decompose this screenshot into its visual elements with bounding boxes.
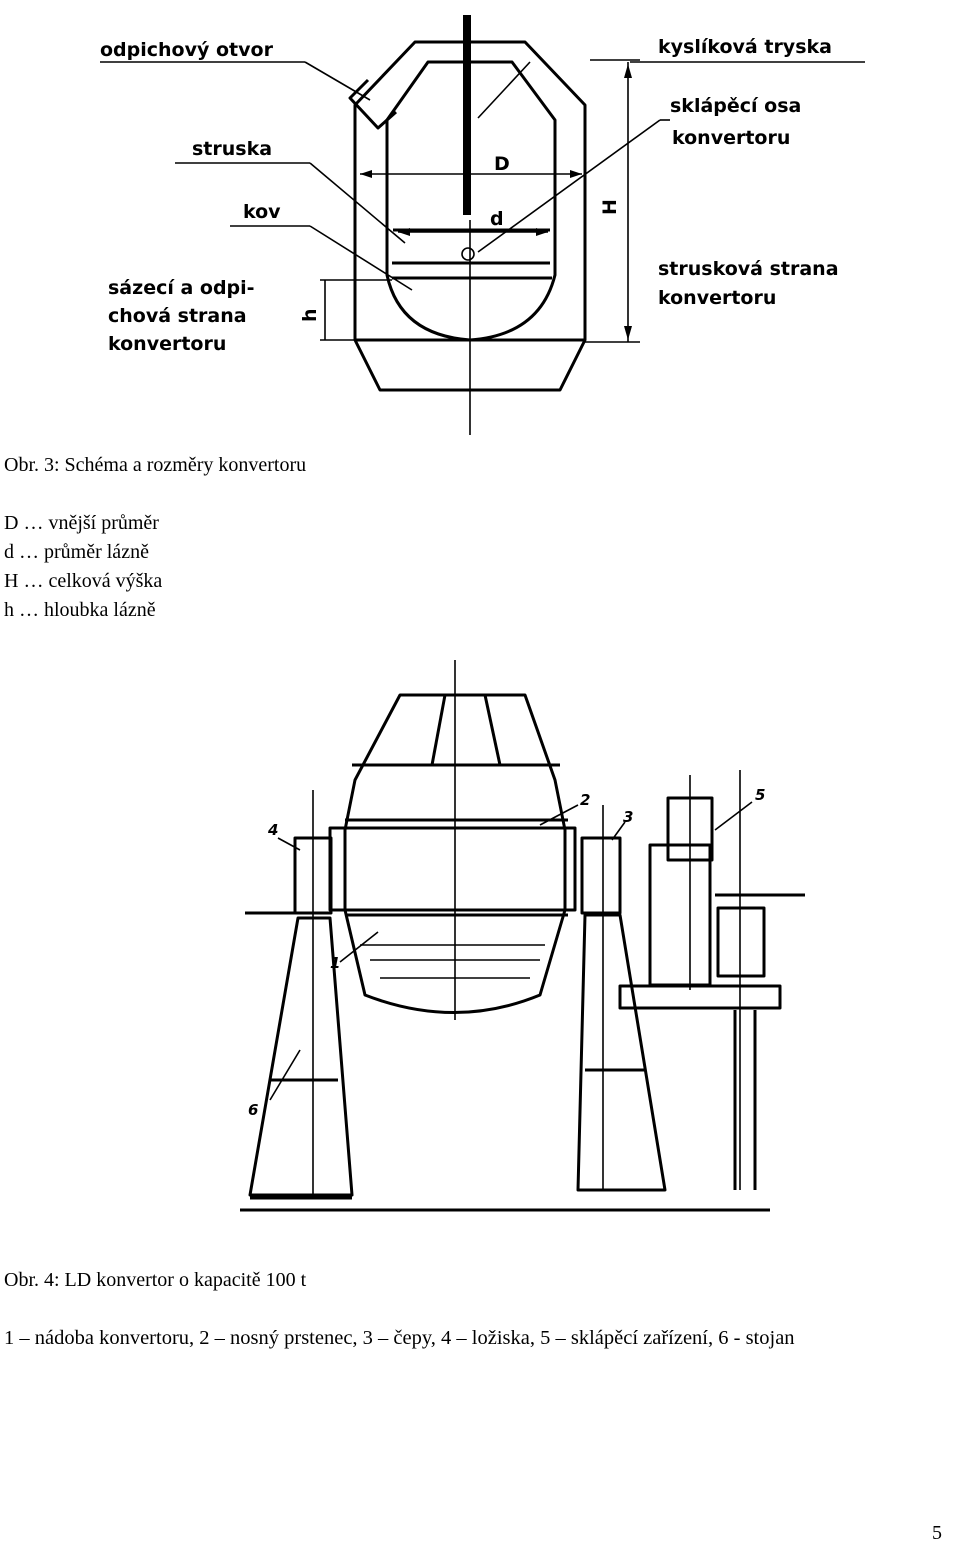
left-stand [248, 916, 354, 1197]
label-n3: 3 [623, 808, 633, 826]
ld-converter-assembly-figure: 6 1 2 3 4 5 [240, 660, 805, 1212]
label-charging-side-1: sázecí a odpi- [108, 277, 255, 299]
oxygen-lance [463, 15, 471, 215]
label-tilt-axis-1: sklápěcí osa [670, 95, 801, 117]
trunnion-ring [328, 826, 577, 912]
label-charging-side-2: chová strana [108, 305, 247, 327]
dim-label-D: D [494, 153, 510, 175]
converter-vessel [343, 693, 567, 1014]
label-oxygen-lance: kyslíková tryska [658, 36, 832, 58]
converter-shell-outline [353, 40, 587, 392]
label-n4: 4 [267, 821, 278, 839]
dim-label-h: h [299, 308, 321, 322]
label-slag-side-1: strusková strana [658, 258, 839, 280]
legend-item: H … celková výška [4, 570, 163, 592]
label-metal: kov [243, 201, 281, 223]
tap-hole-nozzle [348, 78, 397, 130]
label-n1: 1 [330, 954, 340, 972]
right-bearing [580, 836, 622, 915]
label-slag: struska [192, 138, 272, 160]
label-charging-side-3: konvertoru [108, 333, 226, 355]
label-tap-hole: odpichový otvor [100, 39, 274, 61]
label-slag-side-2: konvertoru [658, 287, 776, 309]
figure-4-legend: 1 – nádoba konvertoru, 2 – nosný prstene… [4, 1327, 795, 1349]
bottom-tuyeres [360, 944, 545, 979]
label-n6: 6 [248, 1101, 258, 1119]
label-n5: 5 [755, 786, 765, 804]
legend-item: d … průměr lázně [4, 541, 149, 563]
label-tilt-axis-2: konvertoru [672, 127, 790, 149]
legend-item: h … hloubka lázně [4, 599, 156, 621]
legend-item: D … vnější průměr [4, 512, 159, 534]
label-n2: 2 [580, 791, 590, 809]
dim-label-d: d [490, 208, 504, 230]
figure-3-caption: Obr. 3: Schéma a rozměry konvertoru [4, 454, 307, 476]
converter-schematic-figure: odpichový otvor kyslíková tryska sklápěc… [100, 15, 865, 435]
figure-4-caption: Obr. 4: LD konvertor o kapacitě 100 t [4, 1269, 307, 1291]
figure-3-legend: D … vnější průměr d … průměr lázně H … c… [4, 509, 162, 625]
page-number: 5 [932, 1522, 942, 1544]
right-stand [576, 913, 667, 1192]
dim-label-H: H [599, 199, 621, 215]
